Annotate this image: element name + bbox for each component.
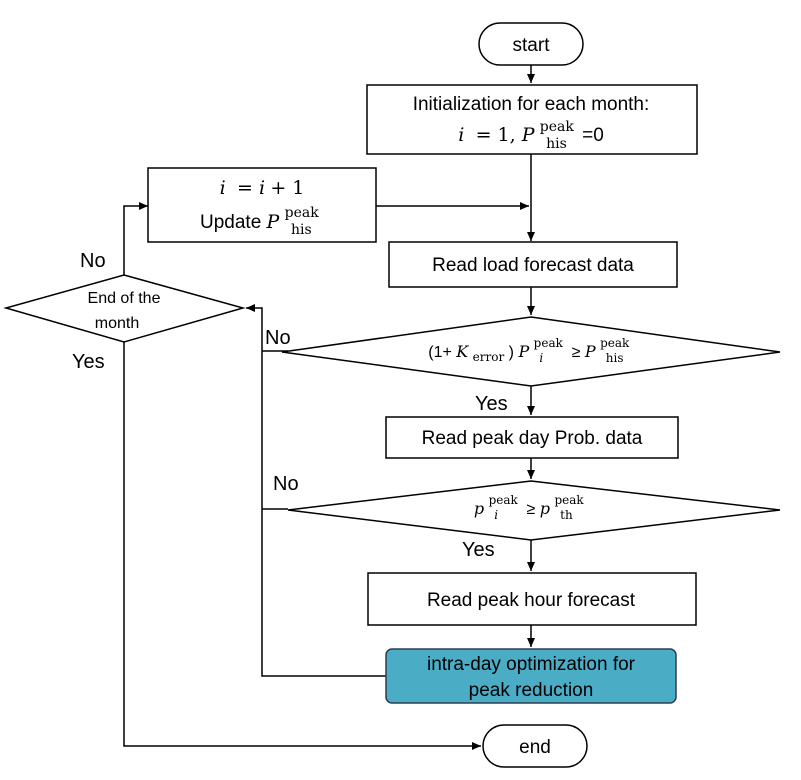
connectors <box>123 65 535 750</box>
decision-end-month: End of the month <box>3 274 246 343</box>
arrow-end-month-yes-to-end <box>123 342 481 750</box>
end-node: end <box>482 724 588 768</box>
decision-prob: p peak i ≥ p peak th <box>287 480 781 541</box>
label-no-load: No <box>265 327 291 349</box>
end-month-line1: End of the <box>88 290 161 307</box>
decision-prob-condition: p peak i ≥ p peak th <box>474 491 588 523</box>
update-line1: i = i + 1 <box>220 177 305 199</box>
start-label: start <box>513 35 551 56</box>
label-no-end-month: No <box>80 250 106 272</box>
arrow-optimization-to-end-month <box>246 304 386 677</box>
init-line2: i = 1, P peak his =0 <box>458 115 604 153</box>
read-hour-label: Read peak hour forecast <box>427 590 636 611</box>
start-node: start <box>478 22 584 66</box>
update-box: i = i + 1 Update P peak his <box>147 167 377 243</box>
optimization-line1: intra-day optimization for <box>427 654 636 675</box>
label-yes-load: Yes <box>475 393 508 415</box>
optimization-box: intra-day optimization for peak reductio… <box>385 648 677 704</box>
read-load-box: Read load forecast data <box>388 241 678 288</box>
end-label: end <box>519 737 551 758</box>
arrow-end-month-no-to-update <box>123 202 148 275</box>
update-line2: Update P peak his <box>200 201 324 238</box>
label-yes-prob: Yes <box>462 539 495 561</box>
label-yes-end-month: Yes <box>72 351 105 373</box>
read-hour-box: Read peak hour forecast <box>367 572 697 626</box>
label-no-prob: No <box>273 473 299 495</box>
decision-load-condition: (1+ K error ) P peak i ≥ P peak his <box>428 334 634 366</box>
read-load-label: Read load forecast data <box>432 255 634 276</box>
init-box: Initialization for each month: i = 1, P … <box>366 84 698 155</box>
decision-load: (1+ K error ) P peak i ≥ P peak his <box>281 316 781 387</box>
optimization-line2: peak reduction <box>469 680 594 701</box>
init-line1: Initialization for each month: <box>413 94 650 115</box>
read-prob-label: Read peak day Prob. data <box>422 428 643 449</box>
read-prob-box: Read peak day Prob. data <box>385 416 679 459</box>
end-month-line2: month <box>95 315 139 332</box>
